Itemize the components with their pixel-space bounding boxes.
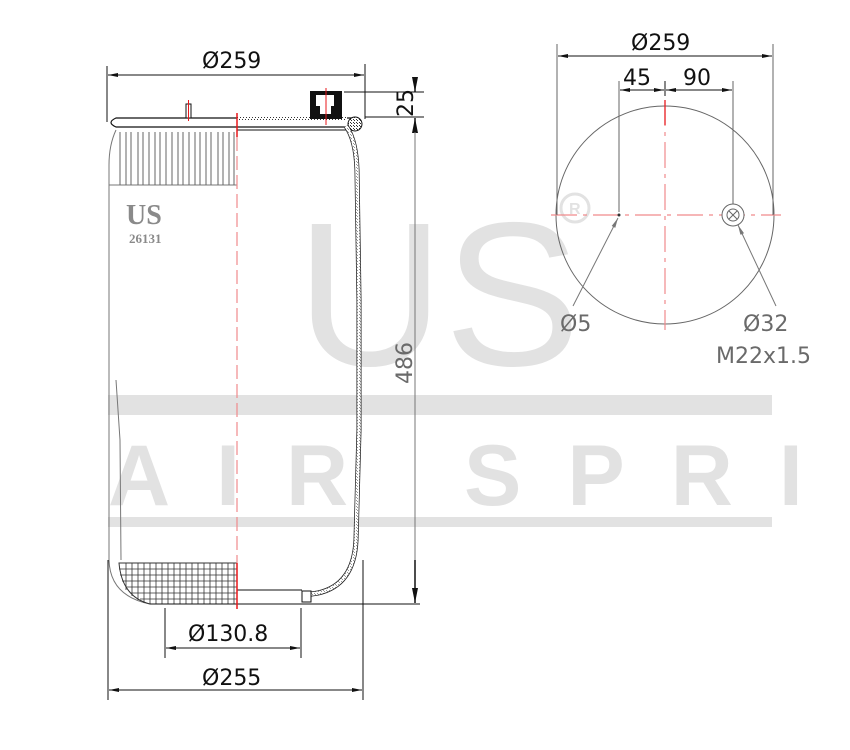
pleat-lines [119, 132, 235, 185]
air-inlet-symbol [721, 203, 745, 227]
leader-stud-hole: Ø5 [560, 217, 619, 337]
dim-overall-height: 486 [393, 132, 418, 603]
bellows-outline-left [108, 129, 237, 605]
watermark-tagline: AIR SPRING [108, 428, 850, 524]
watermark-bar-bottom [108, 517, 772, 527]
top-plate-section [237, 117, 347, 120]
svg-text:486: 486 [393, 342, 418, 384]
dim-fitting-height: 25 [344, 77, 424, 133]
stud-hole [617, 213, 621, 217]
top-view: Ø259 45 90 Ø5 Ø32 M22x1.5 [551, 31, 811, 369]
svg-text:90: 90 [683, 66, 711, 91]
svg-text:Ø259: Ø259 [631, 31, 690, 56]
svg-text:25: 25 [394, 89, 419, 117]
dim-piston-diameter: Ø130.8 [164, 608, 302, 658]
watermark-logo: US [296, 180, 581, 409]
dim-plate-diameter: Ø259 [556, 31, 774, 215]
svg-text:M22x1.5: M22x1.5 [716, 344, 811, 369]
registered-icon [559, 192, 591, 224]
dim-bottom-diameter: Ø255 [107, 560, 364, 700]
svg-text:Ø32: Ø32 [743, 312, 788, 337]
watermark: US R AIR SPRING [108, 180, 850, 527]
watermark-bar-top [108, 395, 772, 415]
part-number: 26131 [129, 231, 162, 246]
svg-text:Ø5: Ø5 [560, 312, 591, 337]
brand-label: US [126, 200, 162, 231]
air-fitting [310, 88, 342, 125]
side-view: US 26131 [106, 49, 424, 700]
svg-text:Ø130.8: Ø130.8 [188, 622, 268, 647]
piston-bead-seat [301, 590, 312, 603]
piston-grid [118, 562, 238, 605]
watermark-registered-mark: R [569, 201, 581, 218]
svg-text:Ø255: Ø255 [202, 666, 261, 691]
svg-text:45: 45 [623, 66, 651, 91]
svg-text:Ø259: Ø259 [202, 49, 261, 74]
bead-crimp [347, 116, 363, 132]
top-plate [110, 117, 356, 128]
leader-air-inlet: Ø32 M22x1.5 [716, 224, 811, 369]
dim-hole-offsets: 45 90 [618, 66, 734, 212]
